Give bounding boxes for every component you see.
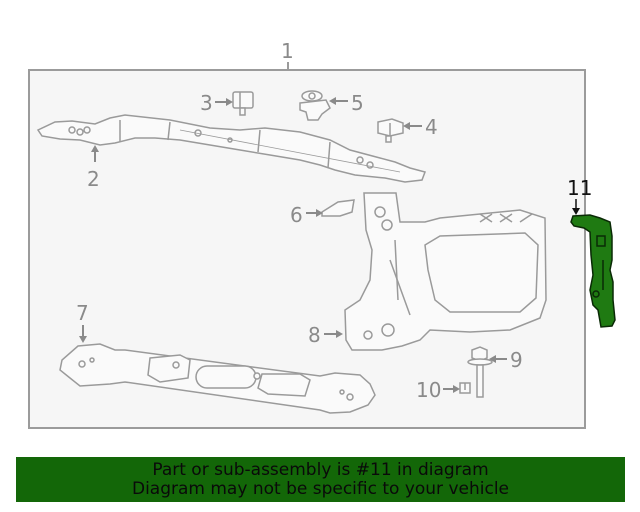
clip-10-part [459, 382, 471, 394]
side-bracket-panel-8-part [344, 192, 547, 351]
nut-block-4-part [377, 118, 404, 143]
upper-crossmember-part [36, 114, 426, 183]
callout-7-label: 7 [76, 301, 89, 325]
nut-block-3-part [232, 91, 254, 116]
callout-8-label: 8 [308, 323, 321, 347]
callout-10-label: 10 [416, 378, 441, 402]
banner-line-2: Diagram may not be specific to your vehi… [131, 479, 509, 499]
banner-line-1: Part or sub-assembly is #11 in diagram [152, 460, 489, 480]
callout-1-label: 1 [281, 39, 294, 63]
clip-nut-5-part [299, 90, 331, 121]
callout-3-label: 3 [200, 91, 213, 115]
callout-6-label: 6 [290, 203, 303, 227]
callout-5-label: 5 [351, 91, 364, 115]
callout-4-label: 4 [425, 115, 438, 139]
highlighted-part-11[interactable] [570, 214, 616, 328]
lower-crossmember-7-part [59, 343, 376, 414]
callout-2-label: 2 [87, 167, 100, 191]
bracket-6-part [321, 199, 355, 217]
callout-11-label: 11 [567, 176, 592, 200]
bolt-9-part [467, 346, 493, 398]
callout-9-label: 9 [510, 348, 523, 372]
info-banner: Part or sub-assembly is #11 in diagram D… [16, 457, 625, 502]
